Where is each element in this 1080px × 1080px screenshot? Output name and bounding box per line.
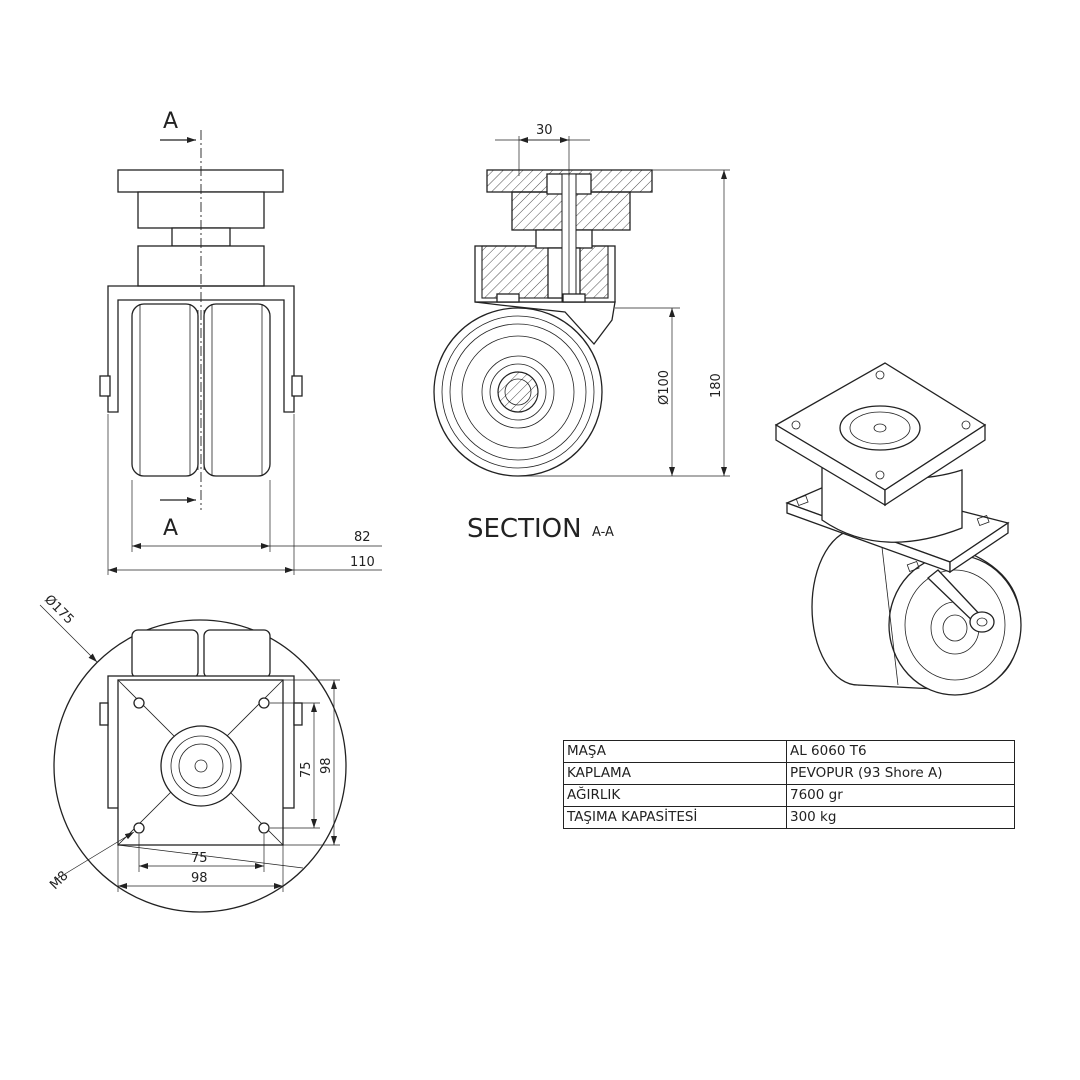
dim-wheel-diameter: Ø100 [657, 370, 672, 405]
section-marker-bottom: A [163, 516, 178, 541]
section-view [433, 136, 730, 477]
dim-wheel-width: 82 [354, 530, 371, 545]
dim-outer-diameter: Ø175 [41, 592, 76, 627]
spec-row: MAŞA AL 6060 T6 [563, 740, 1015, 763]
dim-bolt-spacing-vertical: 75 [299, 761, 314, 778]
section-marker-top: A [163, 109, 178, 134]
spec-value: 7600 gr [786, 784, 1015, 807]
dim-overall-width: 110 [350, 555, 375, 570]
section-suffix: A-A [592, 525, 614, 540]
spec-value: 300 kg [786, 806, 1015, 829]
dim-bolt-spacing-horizontal: 75 [191, 851, 208, 866]
spec-label: KAPLAMA [563, 762, 787, 785]
top-view [39, 604, 347, 913]
front-view [99, 130, 382, 575]
spec-label: MAŞA [563, 740, 787, 763]
dim-plate-vertical: 98 [319, 757, 334, 774]
spec-table: MAŞA AL 6060 T6 KAPLAMA PEVOPUR (93 Shor… [563, 740, 1015, 829]
spec-row: AĞIRLIK 7600 gr [563, 784, 1015, 807]
dim-plate-horizontal: 98 [191, 871, 208, 886]
spec-label: AĞIRLIK [563, 784, 787, 807]
dim-total-height: 180 [709, 373, 724, 398]
isometric-view [774, 362, 1022, 696]
spec-label: TAŞIMA KAPASİTESİ [563, 806, 787, 829]
dim-shaft-spacing: 30 [536, 123, 553, 138]
spec-value: PEVOPUR (93 Shore A) [786, 762, 1015, 785]
spec-row: TAŞIMA KAPASİTESİ 300 kg [563, 806, 1015, 829]
section-title: SECTION [467, 514, 582, 544]
spec-row: KAPLAMA PEVOPUR (93 Shore A) [563, 762, 1015, 785]
spec-value: AL 6060 T6 [786, 740, 1015, 763]
